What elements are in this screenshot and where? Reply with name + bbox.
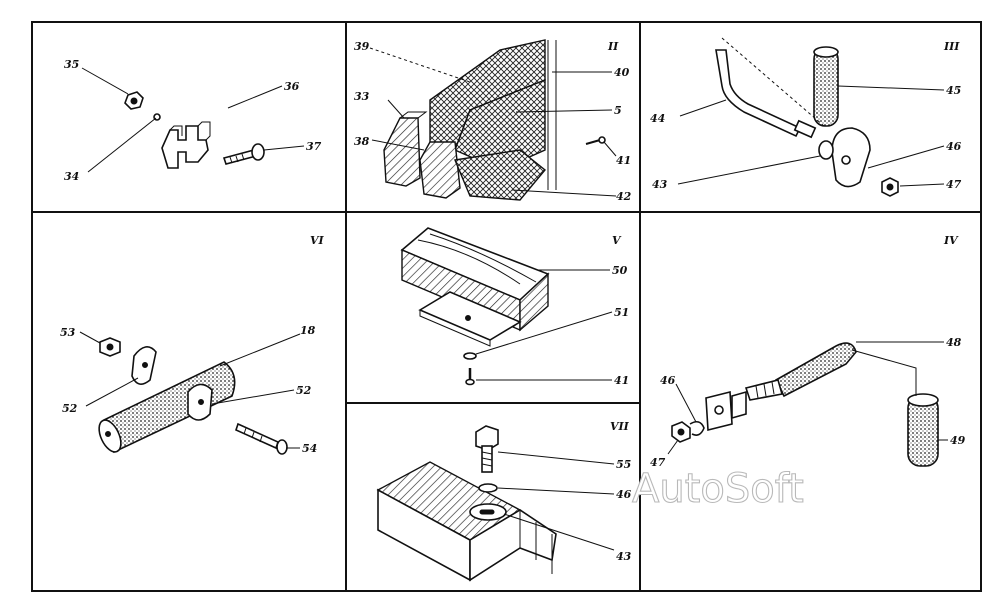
label-34: 34 xyxy=(64,170,79,183)
lever-48 xyxy=(744,342,857,401)
label-46: 46 xyxy=(616,488,632,501)
label-50: 50 xyxy=(612,264,628,277)
label-18: 18 xyxy=(300,324,316,337)
bracket-36 xyxy=(161,121,211,169)
plate-43 xyxy=(469,503,507,521)
label-54: 54 xyxy=(302,442,317,455)
panel-1: 35 36 34 37 xyxy=(64,58,322,183)
bracket-52-lower xyxy=(187,383,213,421)
label-49: 49 xyxy=(950,434,966,447)
label-48: 48 xyxy=(946,336,962,349)
label-46: 46 xyxy=(946,140,962,153)
base-plate xyxy=(418,291,522,347)
nut-47 xyxy=(881,177,899,197)
screw-41 xyxy=(585,136,606,145)
seal-42 xyxy=(454,149,546,201)
label-41: 41 xyxy=(614,374,629,387)
spring-washer-46 xyxy=(689,420,705,436)
roman-numeral-IV: IV xyxy=(943,234,959,247)
nut-35 xyxy=(124,91,144,110)
label-36: 36 xyxy=(284,80,300,93)
nut-47 xyxy=(671,421,691,443)
label-39: 39 xyxy=(354,40,370,53)
washer-51 xyxy=(463,352,477,360)
bracket-52-upper xyxy=(131,346,157,385)
washer-43 xyxy=(818,140,834,160)
bolt-37 xyxy=(222,143,265,165)
washer-46 xyxy=(478,483,498,493)
label-38: 38 xyxy=(354,135,370,148)
label-5: 5 xyxy=(614,104,622,117)
roman-numeral-III: III xyxy=(943,40,960,53)
roman-numeral-VI: VI xyxy=(310,234,325,247)
label-40: 40 xyxy=(614,66,630,79)
panel-2: II 39 40 33 5 38 41 42 xyxy=(354,39,632,203)
label-55: 55 xyxy=(616,458,631,471)
handle-49 xyxy=(907,393,939,467)
channel-profile xyxy=(376,461,557,582)
roman-numeral-VII: VII xyxy=(610,420,630,433)
bracket-plate xyxy=(705,390,747,432)
panel-4: IV 48 46 47 49 xyxy=(650,234,966,469)
panel-6: VI 53 18 52 52 54 xyxy=(60,234,325,455)
label-46: 46 xyxy=(660,374,676,387)
lever-44 xyxy=(715,49,817,139)
panel-7: VII 55 46 43 xyxy=(376,420,632,582)
label-42: 42 xyxy=(616,190,632,203)
label-43: 43 xyxy=(616,550,632,563)
label-43: 43 xyxy=(652,178,668,191)
label-52-left: 52 xyxy=(62,402,78,415)
nut-53 xyxy=(99,337,121,357)
panel-5: V 50 51 41 xyxy=(400,227,629,387)
handle-45 xyxy=(813,46,839,127)
label-45: 45 xyxy=(946,84,961,97)
roman-numeral-V: V xyxy=(612,234,622,247)
label-35: 35 xyxy=(64,58,79,71)
label-51: 51 xyxy=(614,306,629,319)
label-33: 33 xyxy=(354,90,370,103)
label-41: 41 xyxy=(616,154,631,167)
label-47: 47 xyxy=(650,456,666,469)
label-37: 37 xyxy=(306,140,322,153)
label-53: 53 xyxy=(60,326,76,339)
label-52-right: 52 xyxy=(296,384,312,397)
bolt-54 xyxy=(235,422,288,455)
label-47: 47 xyxy=(946,178,962,191)
screw-41 xyxy=(465,368,475,386)
tube-18 xyxy=(98,361,236,454)
panel-grid xyxy=(31,21,982,592)
roman-numeral-II: II xyxy=(607,40,619,53)
label-44: 44 xyxy=(650,112,665,125)
block-33 xyxy=(383,111,428,187)
panel-3: III 45 44 46 43 47 xyxy=(650,37,962,197)
plate-46 xyxy=(831,127,871,188)
bolt-55 xyxy=(475,425,499,473)
watermark: AutoSoft xyxy=(632,466,804,512)
block-38 xyxy=(419,141,461,199)
